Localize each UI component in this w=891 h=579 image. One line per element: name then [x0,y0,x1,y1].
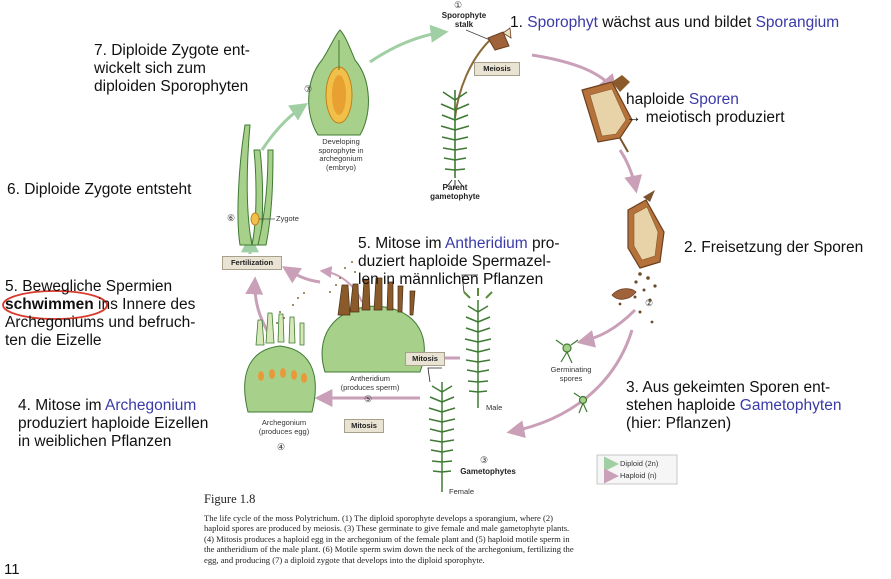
caption-line-5: egg, and producing (7) a diploid zygote … [204,554,485,565]
annotation-4: 4. Mitose im Archegonium produziert hapl… [18,397,208,451]
annotation-5b-bold: schwimmen [5,296,94,313]
label-n5: ⑤ [364,394,373,404]
caption-line-2: haploid spores are produced by meiosis. … [204,523,570,534]
caption-line-4: the antheridium of the male plant. (6) M… [204,544,574,555]
caption-line-1: The life cycle of the moss Polytrichum. … [204,513,553,523]
developing-sporophyte-drawing [308,29,369,136]
annotation-3: 3. Aus gekeimten Sporen ent- stehen hapl… [626,379,841,433]
arrow-developing-to-sporophyte [369,24,449,64]
legend-diploid: Diploid (2n) [620,459,659,468]
releasing-capsule [611,190,665,324]
label-archegonium: Archegonium (produces egg) [258,418,310,436]
label-n7: ⑦ [304,84,313,94]
annotation-5b-line2-post: ins Innere des [93,296,196,313]
annotation-5a-pre: 5. Mitose im [358,235,445,252]
figure-title: Figure 1.8 [204,492,256,506]
annotation-5b-line3: Archegoniums und befruch- [5,314,196,331]
mitosis-male-box: Mitosis [405,352,445,366]
annotation-1-sporangium: Sporangium [755,14,840,31]
annotation-4-line2: produziert haploide Eizellen [18,415,209,432]
annotation-3-line2-blue: Gametophyten [739,397,842,414]
arrow-archegonium-to-fert [245,276,270,333]
female-gametophyte [427,367,456,492]
annotation-3-line2-pre: stehen haploide [626,397,740,414]
annotation-5b-line4: ten die Eizelle [5,332,102,349]
arrow-zygote-to-developing [260,103,308,151]
label-male: Male [486,403,503,412]
label-parent-gametophyte: Parent gametophyte [430,183,480,201]
legend [596,454,678,485]
label-sporophyte-stalk: Sporophyte stalk [441,11,487,29]
annotation-7-line3: diploiden Sporophyten [94,78,249,95]
caption-line-3: (4) Mitosis produces a haploid egg in th… [204,533,570,544]
mitosis-female-box: Mitosis [344,419,384,433]
annotation-7-line2: wickelt sich zum [94,60,206,77]
annotation-3-line1: 3. Aus gekeimten Sporen ent- [626,379,831,396]
label-zygote: Zygote [276,214,299,223]
figure-caption: The life cycle of the moss Polytrichum. … [204,513,704,565]
label-developing: Developing sporophyte in archegonium (em… [318,137,364,172]
annotation-1-sporophyt: Sporophyt [527,14,598,31]
page-number: 11 [4,561,20,578]
label-gametophytes: Gametophytes [460,467,516,476]
annotation-3-line3: (hier: Pflanzen) [626,415,732,432]
arrow-germinating-to-gametophytes [506,329,634,438]
germinating-spores [555,339,588,414]
arrow-capsule-to-release [618,149,642,194]
annotation-5-sperm: 5. Bewegliche Spermien schwimmen ins Inn… [5,278,195,350]
label-female: Female [449,487,475,496]
annotation-spores: haploide Sporen → meiotisch produziert [626,91,785,127]
annotation-2: 2. Freisetzung der Sporen [684,239,864,256]
male-gametophyte [461,274,493,408]
label-antheridium: Antheridium (produces sperm) [340,374,400,392]
highlight-ellipse [2,290,108,320]
annotation-5b-line1: 5. Bewegliche Spermien [5,278,173,295]
annotation-6: 6. Diploide Zygote entsteht [7,181,192,198]
annotation-7: 7. Diploide Zygote ent- wickelt sich zum… [94,42,250,96]
label-germinating: Germinating spores [550,365,592,383]
annotation-4-line3: in weiblichen Pflanzen [18,433,172,450]
meiosis-box: Meiosis [474,62,520,76]
annotation-5a-line3: len in männlichen Pflanzen [358,271,544,288]
arrow-antheridium-to-fert [281,266,321,284]
annotation-1: 1. Sporophyt wächst aus und bildet Spora… [510,14,839,32]
label-n2: ② [645,298,654,308]
arrow-antheridium-to-sperm [319,266,363,303]
annotation-1-pre: 1. [510,14,528,31]
label-n4: ④ [277,442,286,452]
annotation-spores-blue: Sporen [688,91,739,108]
label-n6: ⑥ [227,213,236,223]
annotation-5a-blue: Antheridium [445,235,528,252]
zygote-drawing [237,124,275,246]
annotation-7-line1: 7. Diploide Zygote ent- [94,42,250,59]
label-n1: ① [454,0,463,10]
sporangium-capsule [581,75,633,153]
antheridium-drawing [292,261,425,373]
annotation-4-pre: 4. Mitose im [18,397,105,414]
fertilization-box: Fertilization [222,256,282,270]
annotation-5a-line2: duziert haploide Spermazel- [358,253,551,270]
archegonium-drawing [244,311,316,413]
arrow-spores-to-germinating [576,308,637,348]
label-n3: ③ [480,455,489,465]
annotation-spores-pre: haploide [626,91,689,108]
annotation-spores-line2: → meiotisch produziert [626,109,785,126]
annotation-5a-post: pro- [527,235,560,252]
legend-haploid: Haploid (n) [620,471,657,480]
parent-gametophyte [440,90,470,189]
annotation-1-mid: wächst aus und bildet [597,14,756,31]
annotation-5-antheridium: 5. Mitose im Antheridium pro- duziert ha… [358,235,560,289]
annotation-4-blue: Archegonium [105,397,197,414]
